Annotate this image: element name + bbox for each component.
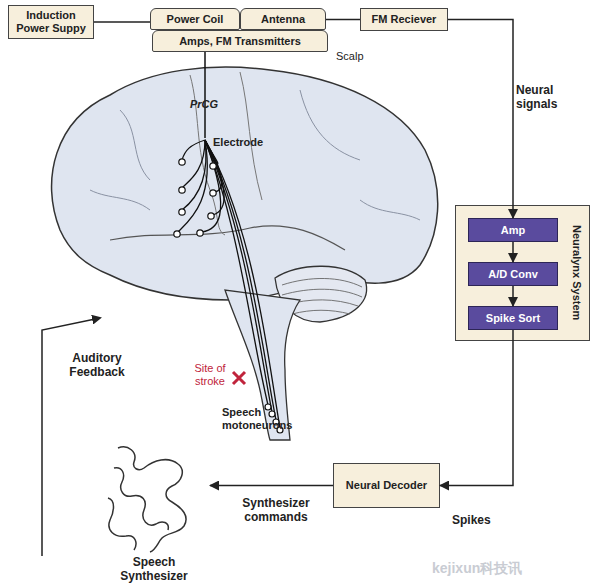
node-text: Power Coil (167, 13, 224, 26)
node-text: Neural Decoder (346, 479, 427, 492)
edge-label: Neural signals (516, 84, 576, 112)
brain-sulcus (90, 90, 420, 220)
node-text: Antenna (261, 13, 305, 26)
process-box: Antenna (240, 8, 326, 30)
brain-sulcus (110, 226, 345, 250)
process-box: Neural Decoder (333, 463, 440, 508)
edge-label: Synthesizer commands (226, 497, 326, 525)
connector-arrow (94, 21, 150, 23)
electrode-wires (178, 140, 280, 428)
edge-label: Spikes (452, 514, 502, 528)
watermark: kejixun科技讯 (432, 560, 592, 576)
node-text: Spike Sort (486, 312, 540, 325)
annotation-label: Speech motoneurons (222, 406, 296, 431)
process-box: FM Reciever (360, 8, 448, 31)
annotation-label: Auditory Feedback (62, 352, 132, 380)
stroke-marker (233, 372, 245, 384)
connector-arrow (440, 330, 513, 486)
node-text: Speech Synthesizer (98, 556, 210, 584)
process-box: Power Coil (150, 8, 240, 30)
node-text: A/D Conv (488, 268, 538, 281)
process-box: Amps, FM Transmitters (152, 30, 328, 52)
node-text: Amps, FM Transmitters (179, 35, 301, 48)
connector-arrow (326, 19, 360, 21)
node-text: Induction Power Suppy (9, 9, 93, 34)
electrode-contacts (174, 159, 283, 433)
connector-arrow (448, 20, 513, 219)
process-box: Induction Power Suppy (8, 5, 94, 39)
synthesizer-node: Speech Synthesizer (98, 438, 210, 584)
annotation-label: PrCG (190, 98, 230, 111)
connector-arrow (512, 286, 514, 306)
process-box: A/D Conv (468, 262, 558, 286)
system-box: Neuralynx System AmpA/D ConvSpike Sort (455, 205, 590, 341)
process-box: Amp (468, 218, 558, 242)
node-text: Amp (501, 224, 525, 237)
annotation-label: Site of stroke (186, 362, 234, 387)
annotation-label: Electrode (213, 136, 273, 149)
system-label: Neuralynx System (570, 206, 583, 340)
node-text: FM Reciever (372, 13, 437, 26)
annotation-label: Scalp (336, 50, 376, 63)
electrode-lead (204, 52, 206, 138)
connector-arrow (210, 485, 333, 487)
connector-arrow (512, 242, 514, 262)
process-box: Spike Sort (468, 306, 558, 330)
